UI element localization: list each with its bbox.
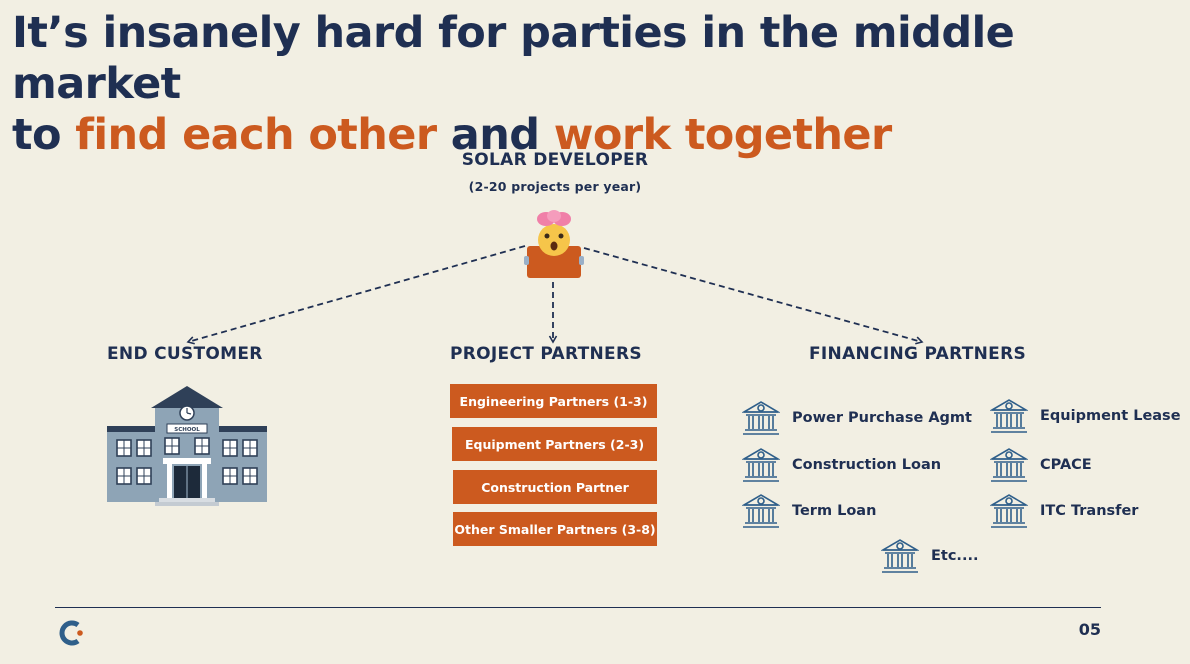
financing-label: Term Loan (792, 503, 877, 519)
headline-part3: and (436, 110, 554, 160)
financing-label: Power Purchase Agmt (792, 410, 972, 426)
school-building-icon: SCHOOL (107, 386, 267, 506)
headline-part2: to (12, 110, 76, 160)
exploding-head-avatar-icon (524, 210, 584, 278)
financing-item-cpace: CPACE (990, 447, 1092, 483)
school-sign-label: SCHOOL (174, 427, 200, 433)
financing-item-ppa: Power Purchase Agmt (742, 400, 972, 436)
page-number: 05 (1078, 620, 1101, 639)
financing-label: ITC Transfer (1040, 503, 1139, 519)
headline-highlight-work: work together (553, 110, 892, 160)
financing-label: Etc.... (931, 548, 979, 564)
financing-item-etc: Etc.... (881, 538, 978, 574)
section-project-partners: PROJECT PARTNERS (450, 344, 642, 364)
bank-icon (990, 399, 1028, 433)
solar-developer-title: SOLAR DEVELOPER (461, 150, 649, 170)
arrow-to-end-customer (186, 245, 526, 345)
financing-item-itc-transfer: ITC Transfer (990, 493, 1138, 529)
arrow-to-financing-partners (583, 247, 924, 345)
bank-icon (742, 494, 780, 528)
bank-icon (990, 448, 1028, 482)
financing-item-term-loan: Term Loan (742, 493, 876, 529)
project-partner-other: Other Smaller Partners (3-8) (453, 512, 657, 546)
headline-highlight-find: find each other (75, 110, 437, 160)
financing-label: CPACE (1040, 457, 1092, 473)
footer-divider (55, 607, 1101, 608)
slide-headline: It’s insanely hard for parties in the mi… (12, 8, 1182, 161)
project-partner-equipment: Equipment Partners (2-3) (452, 427, 657, 461)
bank-icon (990, 494, 1028, 528)
solar-developer-subtitle: (2-20 projects per year) (468, 179, 642, 194)
financing-label: Construction Loan (792, 457, 942, 473)
section-financing-partners: FINANCING PARTNERS (809, 344, 1027, 364)
project-partner-engineering: Engineering Partners (1-3) (450, 384, 657, 418)
headline-part1: It’s insanely hard for parties in the mi… (12, 8, 1015, 109)
section-end-customer: END CUSTOMER (107, 344, 263, 364)
project-partner-construction: Construction Partner (453, 470, 657, 504)
financing-item-construction-loan: Construction Loan (742, 447, 941, 483)
bank-icon (742, 448, 780, 482)
bank-icon (881, 539, 919, 573)
financing-label: Equipment Lease (1040, 408, 1181, 424)
company-logo-icon (59, 620, 83, 646)
financing-item-equipment-lease: Equipment Lease (990, 398, 1181, 434)
bank-icon (742, 401, 780, 435)
